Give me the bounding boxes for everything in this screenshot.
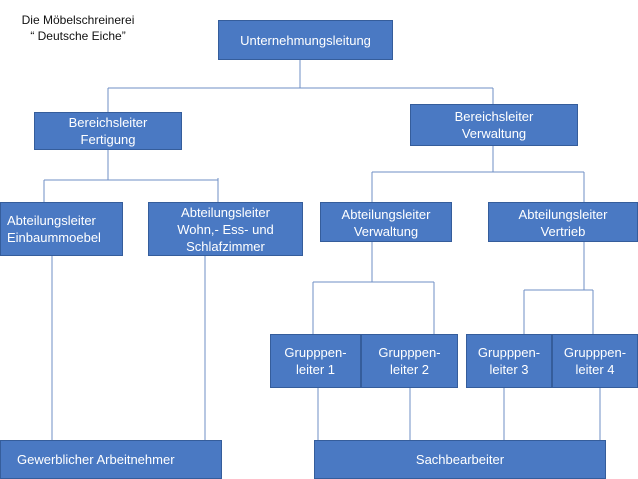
node-abteilungsleiter-verwaltung: Abteilungsleiter Verwaltung xyxy=(320,202,452,242)
node-abteilungsleiter-wohn: Abteilungsleiter Wohn,- Ess- und Schlafz… xyxy=(148,202,303,256)
node-gruppenleiter-3: Grupppen- leiter 3 xyxy=(466,334,552,388)
node-sachbearbeiter: Sachbearbeiter xyxy=(314,440,606,479)
node-gruppenleiter-1: Grupppen- leiter 1 xyxy=(270,334,361,388)
caption-line-name: “ Deutsche Eiche” xyxy=(30,29,126,43)
node-gewerblicher-arbeitnehmer: Gewerblicher Arbeitnehmer xyxy=(0,440,222,479)
chart-caption: Die Möbelschreinerei “ Deutsche Eiche” xyxy=(8,12,148,44)
node-abteilungsleiter-einbaummoebel: Abteilungsleiter Einbaummoebel xyxy=(0,202,123,256)
node-gruppenleiter-4: Grupppen- leiter 4 xyxy=(552,334,638,388)
node-unternehmensleitung: Unternehmungsleitung xyxy=(218,20,393,60)
node-gruppenleiter-2: Grupppen- leiter 2 xyxy=(361,334,458,388)
node-abteilungsleiter-vertrieb: Abteilungsleiter Vertrieb xyxy=(488,202,638,242)
node-bereichsleiter-verwaltung: Bereichsleiter Verwaltung xyxy=(410,104,578,146)
caption-line-company: Die Möbelschreinerei xyxy=(21,13,135,27)
node-bereichsleiter-fertigung: Bereichsleiter Fertigung xyxy=(34,112,182,150)
